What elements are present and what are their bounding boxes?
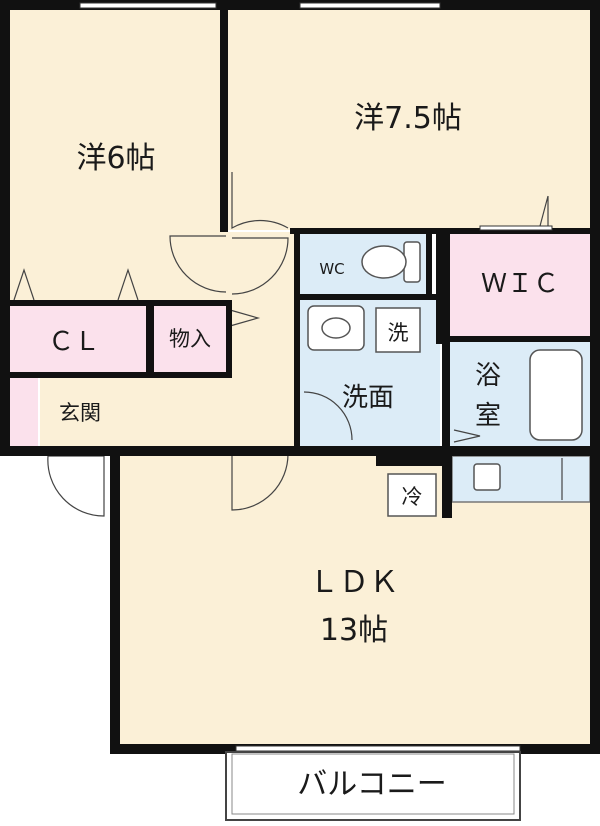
label-bath-bottom: 室: [475, 401, 501, 431]
wic-fill: [450, 232, 591, 336]
bathtub: [529, 349, 583, 441]
door-swing-hall: [169, 235, 227, 293]
storage-door-mark: [229, 309, 261, 327]
label-ldk-size: 13帖: [320, 613, 388, 648]
label-toilet: WC: [319, 260, 344, 278]
closet-fill: [8, 306, 150, 374]
label-washroom: 洗面: [342, 383, 394, 413]
door-swing-ldk: [231, 453, 289, 511]
label-western-7-5: 洋7.5帖: [354, 101, 462, 136]
wash-basin-bowl: [321, 317, 351, 339]
label-ldk: ＬＤＫ: [309, 565, 399, 600]
kitchen-sink: [473, 463, 501, 491]
washer-space: [375, 307, 421, 353]
label-storage: 物入: [169, 327, 211, 351]
door-swing-hall2: [231, 237, 289, 295]
fridge-space: [387, 473, 437, 517]
bath-door-mark: [453, 429, 481, 443]
balcony-inner: [231, 753, 515, 815]
entry-strip-fill: [8, 378, 38, 450]
label-fridge: 冷: [402, 485, 423, 509]
closet-door-mark-1: [13, 268, 35, 301]
toilet-bowl: [361, 245, 407, 279]
door-swing-wic: [539, 195, 549, 227]
closet-door-mark-2: [117, 268, 139, 301]
label-western-6: 洋6帖: [76, 141, 155, 176]
label-closet: ＣＬ: [48, 327, 100, 357]
label-balcony: バルコニー: [297, 767, 446, 802]
kitchen-counter: [451, 455, 591, 503]
label-washer: 洗: [388, 321, 409, 345]
door-swing-entrance: [47, 455, 105, 517]
door-swing-washroom: [303, 391, 353, 441]
balcony-outline: [225, 751, 521, 821]
label-entrance: 玄関: [59, 401, 101, 425]
storage-fill: [154, 306, 226, 374]
room-western-7-5-fill: [228, 8, 591, 230]
door-swing-western6: [231, 172, 289, 230]
label-wic: ＷＩＣ: [481, 269, 559, 299]
label-bath-top: 浴: [475, 361, 501, 391]
entrance-fill: [40, 378, 120, 450]
